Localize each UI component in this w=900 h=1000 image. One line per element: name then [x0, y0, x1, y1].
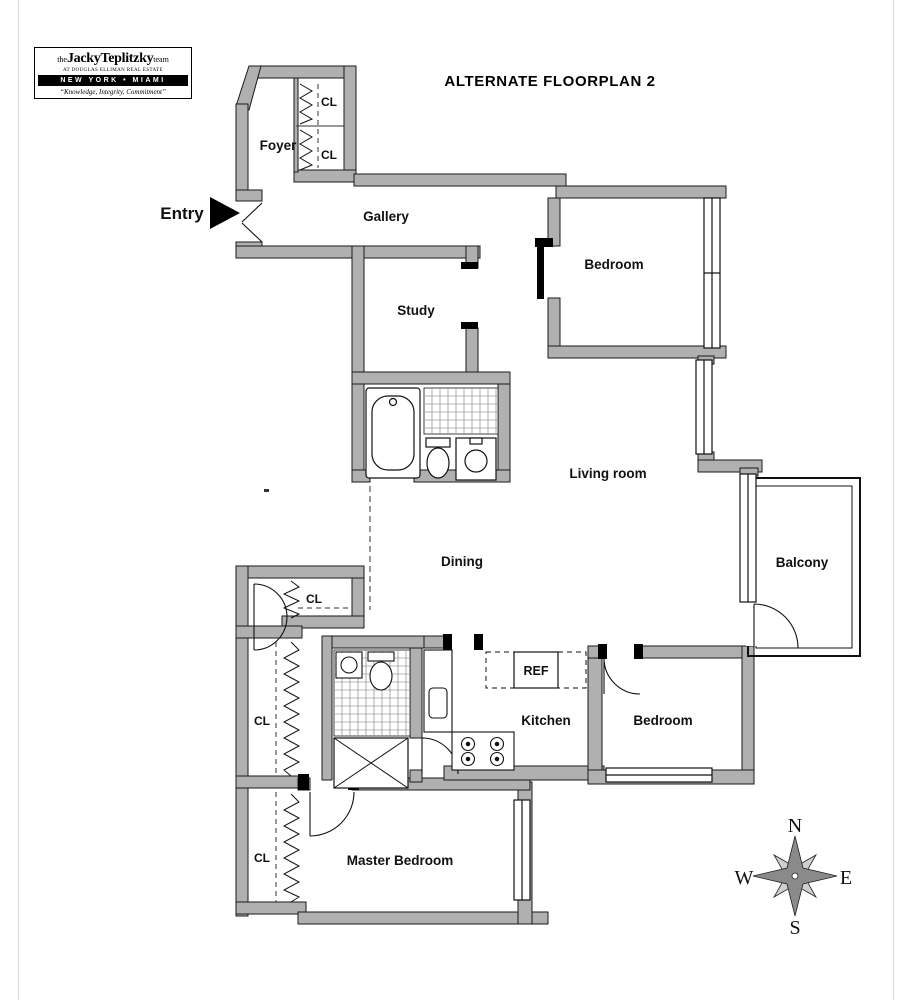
compass-north-label: N: [788, 815, 802, 837]
windows: [513, 197, 757, 901]
sink-lower-icon: [335, 651, 363, 679]
door-swings: [241, 202, 799, 837]
label-kitchen: Kitchen: [521, 713, 571, 728]
brand-name: theJackyTeplitzkyteam: [57, 51, 169, 66]
page-title: ALTERNATE FLOORPLAN 2: [444, 73, 656, 90]
page-edge-right: [893, 0, 894, 1000]
toilet-upper-icon: [425, 437, 451, 479]
brand-prefix: the: [57, 55, 67, 64]
brand-logo: theJackyTeplitzkyteam AT DOUGLAS ELLIMAN…: [34, 47, 192, 99]
label-entry: Entry: [160, 204, 204, 223]
label-balcony: Balcony: [776, 555, 829, 570]
label-cl-mid: CL: [306, 592, 322, 606]
brand-locations: NEW YORK • MIAMI: [38, 75, 188, 86]
label-cl-top-2: CL: [321, 148, 337, 162]
compass-west-label: W: [735, 867, 754, 889]
brand-tagline: “Knowledge, Integrity, Commitment”: [60, 88, 166, 96]
label-master-bedroom: Master Bedroom: [347, 853, 454, 868]
compass-rose: [752, 835, 838, 917]
label-foyer: Foyer: [260, 138, 298, 153]
label-bedroom-top: Bedroom: [584, 257, 643, 272]
label-cl-left-2: CL: [254, 851, 270, 865]
brand-subtitle: AT DOUGLAS ELLIMAN REAL ESTATE: [63, 68, 163, 73]
door-frames: [264, 238, 643, 790]
compass-south-label: S: [789, 917, 800, 939]
entry-arrow-icon: [210, 197, 240, 229]
tile-floors: [333, 387, 499, 737]
brand-suffix: team: [153, 55, 169, 64]
label-cl-left-1: CL: [254, 714, 270, 728]
label-bedroom-bottom: Bedroom: [633, 713, 692, 728]
stove-icon: [451, 731, 515, 771]
closet-symbols: [275, 84, 371, 902]
shower-icon: [333, 737, 409, 789]
toilet-lower-icon: [367, 651, 395, 691]
label-cl-top-1: CL: [321, 95, 337, 109]
bathtub-icon: [365, 387, 421, 479]
walls: [235, 65, 763, 925]
refrigerator-box: [485, 651, 587, 689]
label-study: Study: [397, 303, 435, 318]
page-edge-left: [18, 0, 19, 1000]
label-gallery: Gallery: [363, 209, 409, 224]
label-dining: Dining: [441, 554, 483, 569]
label-ref: REF: [524, 664, 549, 678]
label-living-room: Living room: [569, 466, 646, 481]
hanger-zigzags: [282, 83, 314, 903]
compass-east-label: E: [840, 867, 852, 889]
sink-upper-icon: [455, 437, 497, 481]
kitchen-counter: [423, 649, 453, 733]
